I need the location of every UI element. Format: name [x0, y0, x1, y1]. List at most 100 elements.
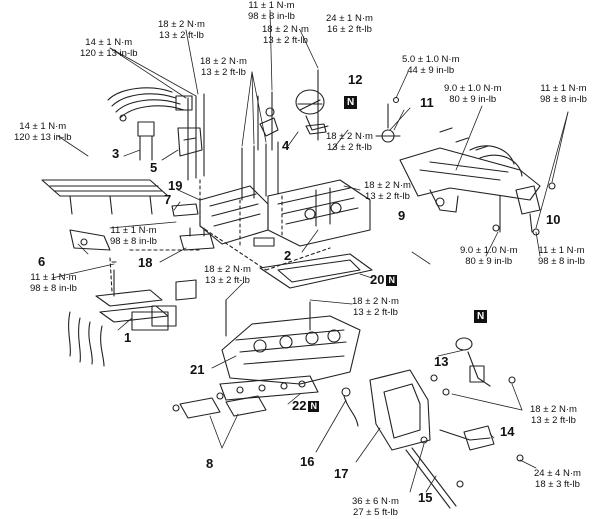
new-part-marker: N — [386, 275, 397, 286]
torque-metric: 18 ± 2 N·m — [158, 19, 205, 30]
torque-metric: 14 ± 1 N·m — [19, 121, 67, 132]
bracket-part-5 — [177, 127, 203, 157]
callout-2: 2 — [284, 248, 292, 263]
callout-21: 21 — [190, 362, 205, 377]
bracket-part-18 — [179, 227, 215, 251]
intake-manifold-upper — [253, 179, 371, 247]
hose-clamps — [439, 127, 556, 190]
torque-metric: 5.0 ± 1.0 N·m — [402, 54, 460, 65]
torque-imperial: 13 ± 2 ft-lb — [159, 30, 204, 41]
bracket-part-10 — [492, 185, 541, 236]
torque-imperial: 13 ± 2 ft-lb — [531, 415, 576, 426]
torque-metric: 9.0 ± 1.0 N·m — [460, 245, 518, 256]
callout-7: 7 — [164, 192, 172, 207]
torque-imperial: 98 ± 8 in-lb — [538, 256, 585, 267]
new-part-marker-upper: N — [344, 96, 358, 109]
torque-imperial: 13 ± 2 ft-lb — [365, 191, 410, 202]
callout-5: 5 — [150, 160, 158, 175]
intake-manifold-part-21 — [221, 299, 361, 385]
alignment-dashes — [109, 179, 331, 293]
gasket-part-22 — [219, 375, 319, 401]
callout-16: 16 — [300, 454, 315, 469]
torque-imperial: 80 ± 9 in-lb — [449, 94, 497, 105]
callout-6: 6 — [38, 254, 46, 269]
torque-imperial: 13 ± 2 ft-lb — [205, 275, 250, 286]
torque-metric: 11 ± 1 N·m — [538, 245, 585, 256]
torque-metric: 18 ± 2 N·m — [352, 296, 399, 307]
tube-part-15 — [405, 447, 464, 509]
torque-imperial: 27 ± 5 ft-lb — [353, 507, 398, 518]
callout-10: 10 — [546, 212, 561, 227]
new-part-marker-right: N — [474, 310, 488, 323]
torque-metric: 18 ± 2 N·m — [200, 56, 247, 67]
torque-metric: 9.0 ± 1.0 N·m — [444, 83, 502, 94]
egr-assembly-part-9 — [399, 145, 541, 213]
sensor-part-4 — [259, 107, 279, 137]
torque-metric: 18 ± 2 N·m — [262, 24, 309, 35]
torque-imperial: 98 ± 8 in-lb — [540, 94, 587, 105]
wire-harness-part-6 — [41, 179, 169, 251]
actuator-part-12 — [295, 89, 329, 135]
torque-imperial: 13 ± 2 ft-lb — [327, 142, 372, 153]
torque-imperial: 44 ± 9 in-lb — [407, 65, 455, 76]
callout-4: 4 — [282, 138, 290, 153]
callout-15: 15 — [418, 490, 433, 505]
torque-imperial: 13 ± 2 ft-lb — [201, 67, 246, 78]
callout-18: 18 — [138, 255, 153, 270]
torque-metric: 24 ± 4 N·m — [534, 468, 581, 479]
gasket-part-7 — [171, 203, 199, 217]
callout-17: 17 — [334, 466, 349, 481]
new-part-marker: N — [308, 401, 319, 412]
leader-lines — [51, 9, 569, 493]
callout-1: 1 — [124, 330, 132, 345]
bracket-part-14 — [420, 425, 524, 462]
callout-8: 8 — [206, 456, 214, 471]
sensor-part-13 — [455, 337, 516, 387]
torque-metric: 11 ± 1 N·m — [30, 272, 77, 283]
torque-metric: 36 ± 6 N·m — [352, 496, 399, 507]
heat-shield-part-17 — [369, 369, 450, 451]
torque-imperial: 98 ± 8 in-lb — [110, 236, 157, 247]
torque-imperial: 16 ± 2 ft-lb — [327, 24, 372, 35]
torque-metric: 11 ± 1 N·m — [540, 83, 587, 94]
bracket-set-part-8 — [172, 392, 267, 419]
ignition-coil-part-3 — [119, 114, 155, 161]
callout-3: 3 — [112, 146, 120, 161]
callout-22-number: 22 — [292, 398, 307, 413]
callout-11: 11 — [420, 95, 434, 110]
callout-9: 9 — [398, 208, 406, 223]
torque-metric: 11 ± 1 N·m — [110, 225, 157, 236]
torque-imperial: 18 ± 3 ft-lb — [535, 479, 580, 490]
torque-imperial: 120 ± 13 in-lb — [80, 48, 138, 59]
callout-20-number: 20 — [370, 272, 385, 287]
torque-metric: 24 ± 1 N·m — [326, 13, 373, 24]
torque-imperial: 80 ± 9 in-lb — [465, 256, 513, 267]
torque-metric: 11 ± 1 N·m — [248, 0, 295, 11]
torque-imperial: 98 ± 8 in-lb — [30, 283, 77, 294]
sensor-part-11 — [375, 96, 401, 143]
torque-imperial: 120 ± 13 in-lb — [14, 132, 72, 143]
callout-19: 19 — [168, 178, 183, 193]
